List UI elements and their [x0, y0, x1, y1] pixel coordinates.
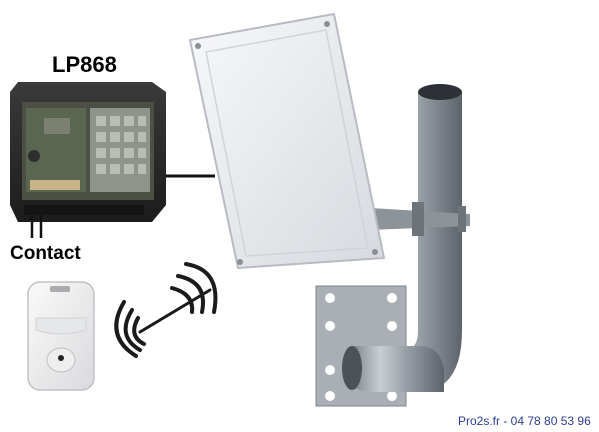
radio-waves-icon: [114, 262, 218, 358]
remote-badge-icon: [27, 281, 95, 391]
receiver-box-icon: [10, 82, 166, 238]
contact-label: Contact: [10, 243, 81, 264]
footer-contact-text: Pro2s.fr - 04 78 80 53 96: [458, 414, 591, 428]
receiver-label: LP868: [52, 52, 117, 77]
mounting-bracket-icon: [315, 84, 470, 407]
antenna-panel-icon: [188, 12, 386, 270]
